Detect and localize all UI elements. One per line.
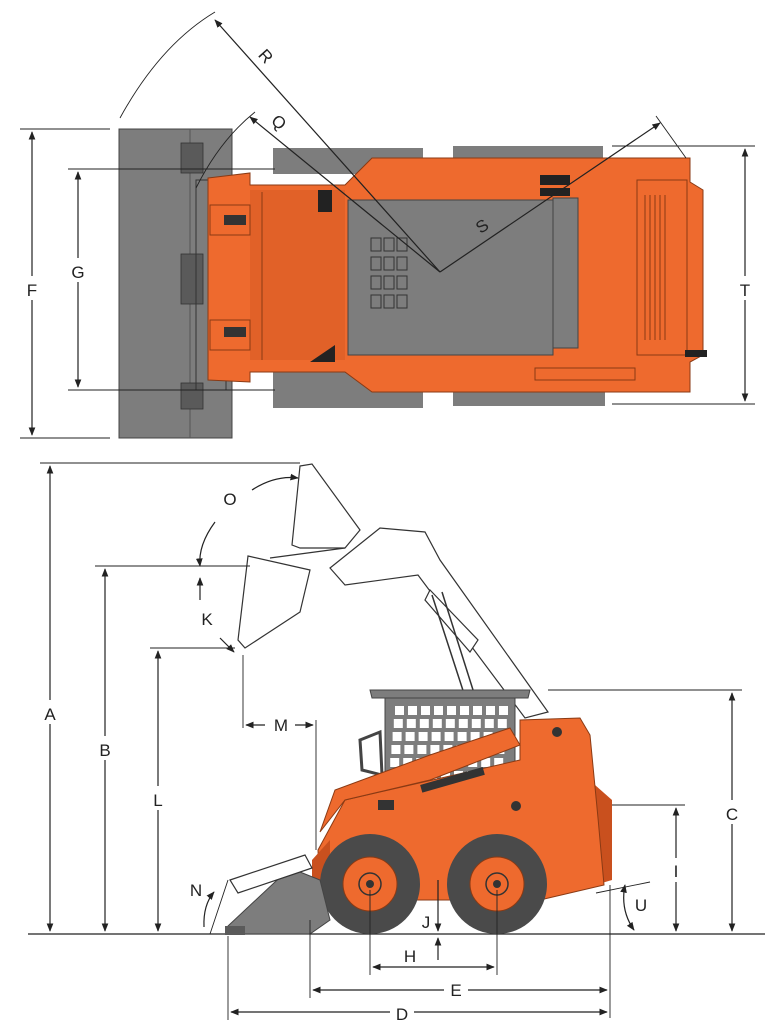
cab-cage-cell [458, 719, 468, 728]
cab-cage-cell [417, 745, 427, 754]
cab-cage-cell [408, 706, 417, 715]
cab-cage-cell [486, 706, 495, 715]
cab-cage-cell [497, 719, 507, 728]
dim-Q-line [249, 116, 441, 273]
cab-cage-cell [418, 732, 428, 741]
top-machine-body [207, 157, 707, 393]
label-H: H [404, 947, 416, 966]
label-M: M [274, 716, 288, 735]
label-G: G [71, 263, 84, 282]
side-view: A B L K O M C I U [28, 462, 765, 1024]
cab-cage-cell [390, 758, 400, 767]
cab-cage-cell [473, 706, 482, 715]
dim-Q-arc [195, 111, 256, 189]
cab-cage-cell [434, 706, 443, 715]
cab-cage-cell [432, 719, 442, 728]
cab-cage-cell [481, 758, 491, 767]
cab-cage-cell [392, 732, 402, 741]
cab-cage-cell [405, 732, 415, 741]
label-J: J [422, 913, 431, 932]
top-tire-upper-rear [453, 146, 603, 160]
cab-cage-cell [494, 758, 504, 767]
cab-cage-cell [404, 745, 414, 754]
dim-R-line [214, 19, 441, 273]
dim-O-arc [251, 473, 299, 491]
dim-S-line [439, 122, 661, 273]
cab-cage-cell [460, 706, 469, 715]
lowered-bucket [225, 854, 331, 935]
cab-cage-cell [484, 719, 494, 728]
cab-cage-cell [457, 732, 467, 741]
label-O: O [223, 490, 236, 509]
cab-cage-cell [421, 706, 430, 715]
label-A: A [44, 705, 56, 724]
cab-cage-cell [395, 706, 404, 715]
label-C: C [726, 805, 738, 824]
cab-cage-cell [393, 719, 403, 728]
cab-cage-cell [441, 771, 450, 780]
label-B: B [99, 741, 110, 760]
cab-cage-cell [499, 706, 508, 715]
label-I: I [674, 862, 679, 881]
cab-cage-cell [403, 758, 413, 767]
label-Q: Q [268, 111, 290, 134]
label-L: L [153, 791, 162, 810]
label-K: K [201, 610, 213, 629]
top-view: F G T R Q S [20, 11, 757, 439]
label-R: R [254, 45, 276, 67]
label-F: F [27, 281, 37, 300]
cab-cage-cell [444, 732, 454, 741]
lift-arm-outline [237, 463, 549, 719]
label-T: T [740, 281, 750, 300]
label-U: U [635, 896, 647, 915]
front-tire [320, 834, 420, 934]
cab-cage-cell [445, 719, 455, 728]
cab-cage-cell [419, 719, 429, 728]
cab-cage-cell [470, 732, 480, 741]
dim-R-arc [119, 11, 216, 119]
cab-cage-cell [471, 719, 481, 728]
cab-cage-cell [431, 732, 441, 741]
label-D: D [396, 1005, 408, 1024]
cab-cage-cell [391, 745, 401, 754]
cab-cage-cell [447, 706, 456, 715]
top-cab-roof [347, 199, 554, 356]
label-E: E [450, 981, 461, 1000]
cab-cage-cell [406, 719, 416, 728]
cab-cage-cell [430, 745, 440, 754]
label-N: N [190, 881, 202, 900]
rear-tire [447, 834, 547, 934]
